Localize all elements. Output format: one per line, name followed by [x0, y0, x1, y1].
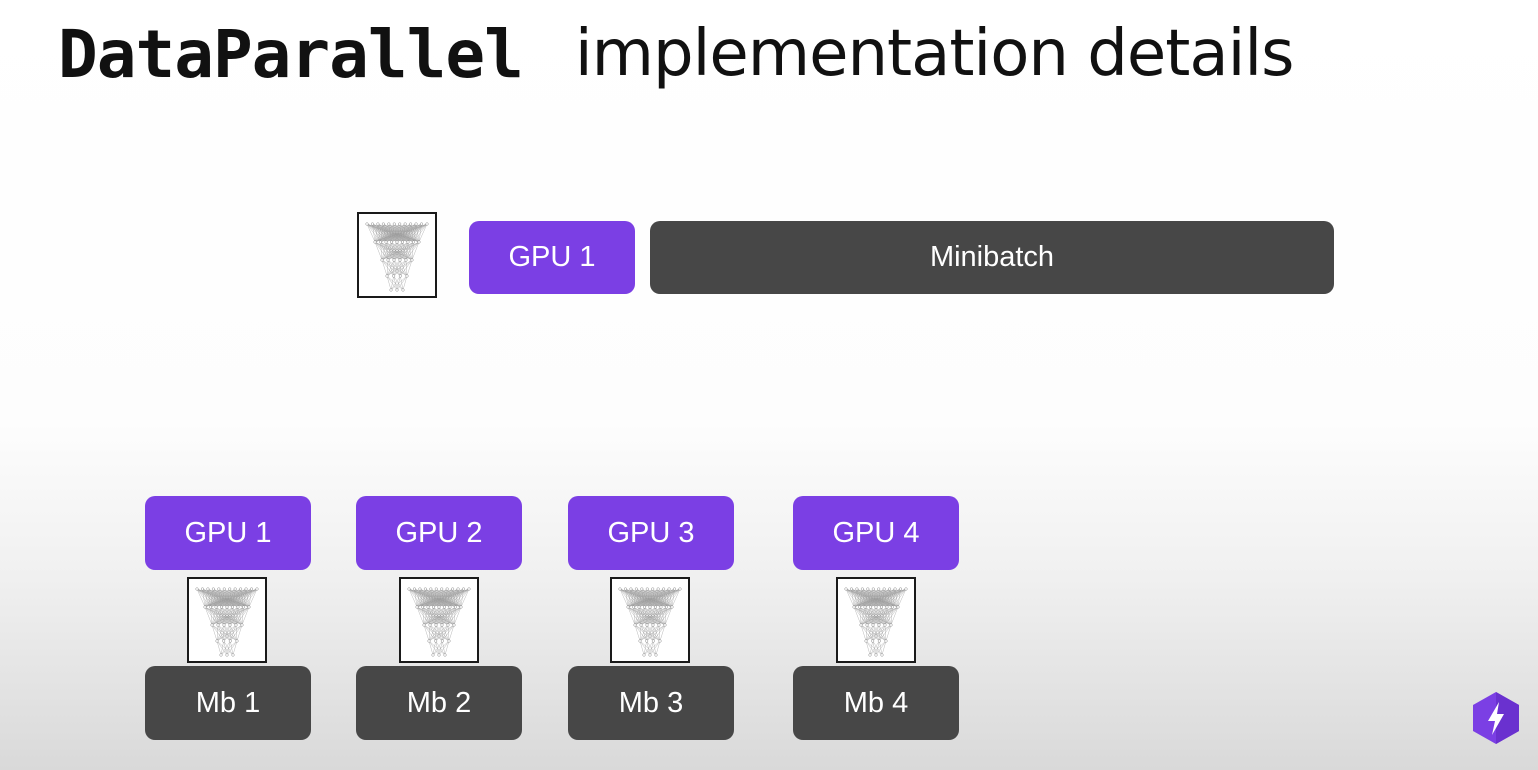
gpu-label: GPU 1	[508, 241, 596, 273]
gpu-label: GPU 1	[184, 516, 272, 549]
gpu-box-4: GPU 4	[793, 496, 959, 570]
minibatch-box: Minibatch	[650, 221, 1334, 294]
neural-network-icon	[610, 577, 690, 663]
mb-label: Mb 2	[406, 686, 472, 719]
neural-network-icon	[836, 577, 916, 663]
minibatch-label: Minibatch	[929, 241, 1055, 273]
mb-box-4: Mb 4	[793, 666, 959, 740]
title-code-text: DataParallel	[58, 15, 524, 93]
mb-box-1: Mb 1	[145, 666, 311, 740]
gpu-label: GPU 4	[832, 516, 920, 549]
mb-label: Mb 4	[843, 686, 909, 719]
slide-title: DataParallel implementation details	[58, 14, 1295, 94]
mb-box-2: Mb 2	[356, 666, 522, 740]
neural-network-icon	[399, 577, 479, 663]
neural-network-icon	[187, 577, 267, 663]
gpu-box-3: GPU 3	[568, 496, 734, 570]
lightning-hexagon-icon	[1470, 690, 1522, 746]
gpu-box-1: GPU 1	[145, 496, 311, 570]
gpu-label: GPU 2	[395, 516, 483, 549]
mb-label: Mb 3	[618, 686, 684, 719]
neural-network-icon	[357, 212, 437, 298]
gpu-box-2: GPU 2	[356, 496, 522, 570]
mb-label: Mb 1	[195, 686, 261, 719]
mb-box-3: Mb 3	[568, 666, 734, 740]
title-text: implementation details	[574, 17, 1295, 91]
gpu-label: GPU 3	[607, 516, 695, 549]
gpu-box-single: GPU 1	[469, 221, 635, 294]
